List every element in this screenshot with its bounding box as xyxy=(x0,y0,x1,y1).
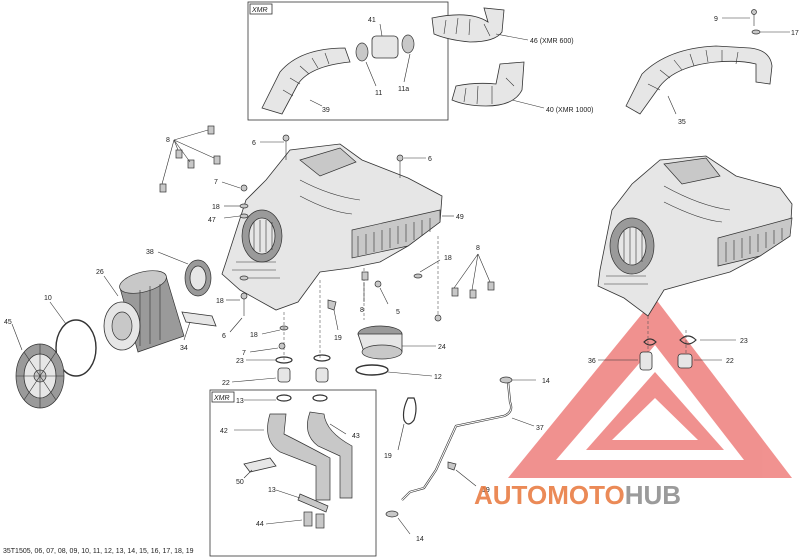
label-45: 45 xyxy=(4,319,12,326)
label-11a: 11a xyxy=(398,86,409,93)
clip-19 xyxy=(327,299,337,311)
airbox-right xyxy=(597,155,793,317)
cover-45 xyxy=(15,343,65,409)
svg-text:AUTOMOTOHUB: AUTOMOTOHUB xyxy=(474,480,681,510)
label-23-b: 23 xyxy=(740,338,748,345)
label-6-c: 6 xyxy=(222,333,226,340)
label-18-d: 18 xyxy=(444,255,452,262)
label-12: 12 xyxy=(434,374,442,381)
footer-code: 35T1505, 06, 07, 08, 09, 10, 11, 12, 13,… xyxy=(3,548,194,555)
label-46: 46 (XMR 600) xyxy=(530,38,574,45)
label-37: 37 xyxy=(536,425,544,432)
filter-26 xyxy=(103,270,185,353)
hose-43 xyxy=(307,411,353,499)
xmr-tag-frame-bottom xyxy=(211,391,235,403)
ring-10 xyxy=(55,319,97,377)
label-24: 24 xyxy=(438,344,446,351)
label-8-right: 8 xyxy=(476,245,480,252)
coupler-36 xyxy=(639,351,653,371)
watermark-hub: HUB xyxy=(625,480,681,510)
label-18-a: 18 xyxy=(212,204,220,211)
clamp-13-lower xyxy=(297,493,329,513)
label-35: 35 xyxy=(678,119,686,126)
label-17: 17 xyxy=(791,30,799,37)
clamp-12 xyxy=(355,364,389,376)
clamp-14-bottom xyxy=(385,510,399,518)
label-43: 43 xyxy=(352,433,360,440)
label-41: 41 xyxy=(368,17,376,24)
label-38: 38 xyxy=(146,249,154,256)
label-8-mid: 8 xyxy=(360,307,364,314)
fasteners-lower-left xyxy=(226,236,442,360)
fasteners-8-right xyxy=(451,253,495,299)
label-44: 44 xyxy=(256,521,264,528)
duct-46 xyxy=(431,7,505,43)
clamp-14-top xyxy=(499,376,513,384)
clamp-23-right xyxy=(679,335,697,345)
label-19-c: 19 xyxy=(482,487,490,494)
hose-19-loop xyxy=(402,397,417,425)
label-10: 10 xyxy=(44,295,52,302)
label-5: 5 xyxy=(396,309,400,316)
xmr-box-top xyxy=(247,1,449,121)
hose-42 xyxy=(267,413,331,501)
coupler-22-right xyxy=(677,353,693,369)
label-40: 40 (XMR 1000) xyxy=(546,107,593,114)
duct-40 xyxy=(451,61,525,107)
tube-37 xyxy=(401,381,513,501)
clamp-11 xyxy=(355,42,369,62)
part-labels: 41 46 (XMR 600) 39 11 11a 40 (XMR 1000) … xyxy=(4,16,799,543)
watermark-triangle-hole xyxy=(612,398,698,440)
label-22-a: 22 xyxy=(222,380,230,387)
boot-24 xyxy=(357,325,403,360)
coupler-22-left xyxy=(277,367,291,383)
label-42: 42 xyxy=(220,428,228,435)
label-19-a: 19 xyxy=(334,335,342,342)
label-34: 34 xyxy=(180,345,188,352)
xmr-tag-bottom: XMR xyxy=(213,395,230,402)
duct-39 xyxy=(261,47,351,115)
label-9: 9 xyxy=(714,16,718,23)
label-14-b: 14 xyxy=(416,536,424,543)
label-26: 26 xyxy=(96,269,104,276)
fasteners-left xyxy=(159,125,454,219)
label-49: 49 xyxy=(456,214,464,221)
part-44 xyxy=(303,511,325,529)
watermark-logo xyxy=(508,298,792,478)
label-7-a: 7 xyxy=(214,179,218,186)
label-23-a: 23 xyxy=(236,358,244,365)
clip-19-lower xyxy=(447,461,457,471)
xmr-tag-top: XMR xyxy=(251,7,268,14)
label-8-top: 8 xyxy=(166,137,170,144)
clamp-11a xyxy=(401,34,415,54)
label-50: 50 xyxy=(236,479,244,486)
label-6-b: 6 xyxy=(428,156,432,163)
label-36: 36 xyxy=(588,358,596,365)
watermark-auto: AUTO xyxy=(474,480,547,510)
gasket-50 xyxy=(243,457,277,473)
duct-35 xyxy=(625,45,773,115)
label-13-b: 13 xyxy=(268,487,276,494)
label-22-b: 22 xyxy=(726,358,734,365)
label-39: 39 xyxy=(322,107,330,114)
sleeve-41 xyxy=(371,35,399,59)
label-6-a: 6 xyxy=(252,140,256,147)
watermark-moto: MOTO xyxy=(547,480,625,510)
label-13-a: 13 xyxy=(236,398,244,405)
washer-17 xyxy=(751,29,761,35)
watermark-wordmark: AUTOMOTOHUB xyxy=(474,480,681,510)
label-11: 11 xyxy=(375,90,382,97)
airbox-main xyxy=(221,143,443,311)
label-7-b: 7 xyxy=(242,350,246,357)
label-47: 47 xyxy=(208,217,216,224)
label-19-b: 19 xyxy=(384,453,392,460)
xmr-box-bottom xyxy=(209,389,377,557)
label-18-b: 18 xyxy=(216,298,224,305)
label-18-c: 18 xyxy=(250,332,258,339)
xmr-tag-frame-top xyxy=(249,3,273,15)
label-14-a: 14 xyxy=(542,378,550,385)
pad-34 xyxy=(181,311,217,327)
